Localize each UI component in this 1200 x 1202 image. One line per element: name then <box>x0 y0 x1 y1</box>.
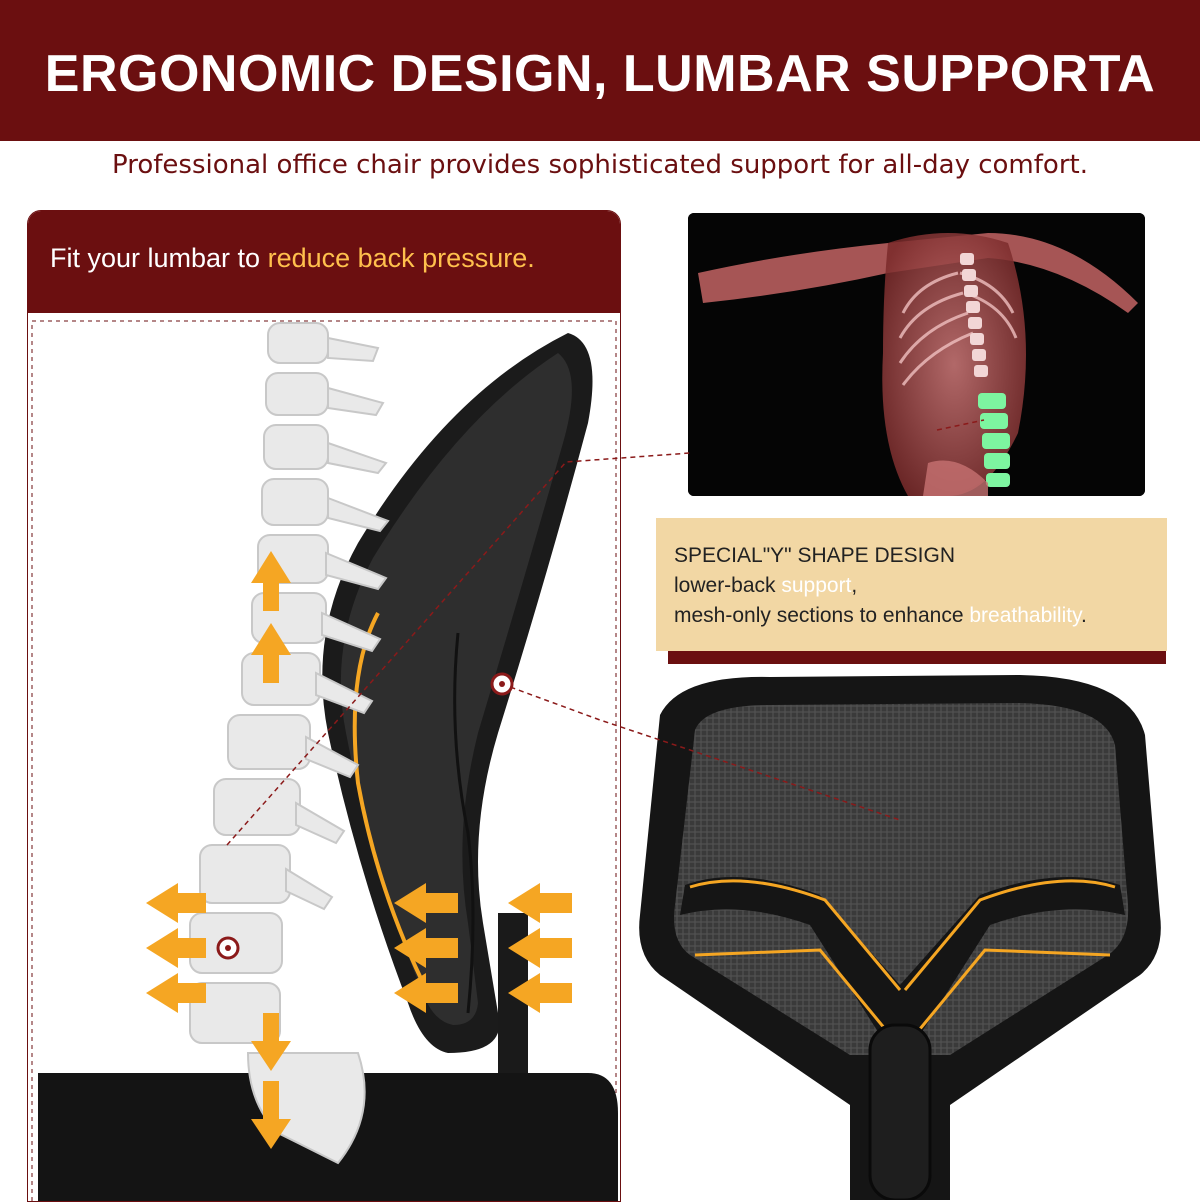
info-line-support: lower-back support, <box>674 574 858 597</box>
arrow-left-icon <box>508 928 572 968</box>
lumbar-highlight <box>978 393 1010 487</box>
arrow-left-icon <box>394 883 458 923</box>
top-banner: ERGONOMIC DESIGN, LUMBAR SUPPORTA <box>0 0 1200 141</box>
spine-target-marker <box>216 936 240 960</box>
xray-spine-image <box>688 213 1145 496</box>
info-highlight-support: support <box>781 574 852 597</box>
arrow-left-icon <box>508 883 572 923</box>
xray-anatomy-illustration <box>688 213 1145 496</box>
spine-chair-illustration <box>31 320 618 1201</box>
y-shape-info-box: SPECIAL"Y" SHAPE DESIGN lower-back suppo… <box>656 518 1167 651</box>
arrow-left-icon <box>146 883 206 923</box>
pressure-arrows-down <box>251 1013 291 1149</box>
info-highlight-breathability: breathability <box>969 604 1082 627</box>
info-line-breathability: mesh-only sections to enhance breathabil… <box>674 604 1087 627</box>
pressure-arrows-left <box>146 883 572 1013</box>
subtitle: Professional office chair provides sophi… <box>112 150 1088 180</box>
info-heading: SPECIAL"Y" SHAPE DESIGN <box>674 544 955 567</box>
arrow-left-icon <box>394 928 458 968</box>
lumbar-panel-header: Fit your lumbar to reduce back pressure. <box>28 211 620 313</box>
arrow-left-icon <box>146 928 206 968</box>
arrow-down-icon <box>251 1081 291 1149</box>
chair-backrest-rear-view <box>639 675 1161 1200</box>
arrow-down-icon <box>251 1013 291 1071</box>
arrow-left-icon <box>394 973 458 1013</box>
arrow-left-icon <box>146 973 206 1013</box>
lumbar-caption-highlight: reduce back pressure. <box>267 243 535 273</box>
arrow-left-icon <box>508 973 572 1013</box>
lumbar-caption: Fit your lumbar to reduce back pressure. <box>50 243 535 273</box>
page-title: ERGONOMIC DESIGN, LUMBAR SUPPORTA <box>44 45 1156 103</box>
lumbar-fit-panel: Fit your lumbar to reduce back pressure. <box>27 210 621 1202</box>
